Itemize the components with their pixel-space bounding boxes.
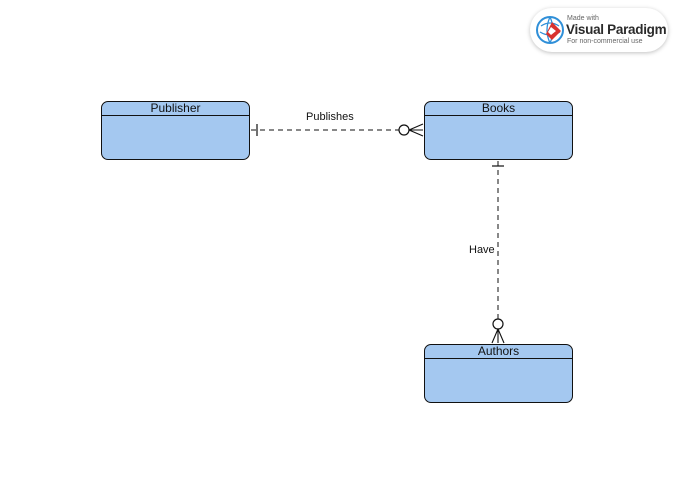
watermark-made-with: Made with	[567, 15, 599, 22]
entity-title: Publisher	[102, 102, 249, 116]
relationship-publishes[interactable]	[251, 123, 424, 137]
entity-authors[interactable]: Authors	[424, 344, 573, 403]
entity-publisher[interactable]: Publisher	[101, 101, 250, 160]
cardinality-zero-marker	[398, 124, 410, 136]
watermark-note: For non-commercial use	[567, 38, 643, 45]
visual-paradigm-logo-icon	[536, 16, 564, 44]
relationship-label-have: Have	[468, 244, 496, 257]
entity-books[interactable]: Books	[424, 101, 573, 160]
relationship-label-publishes: Publishes	[305, 111, 355, 124]
relationship-have[interactable]	[491, 161, 505, 344]
cardinality-zero-marker	[492, 318, 504, 330]
entity-title: Authors	[425, 345, 572, 359]
cardinality-many-marker	[408, 123, 424, 137]
watermark-brand: Visual Paradigm	[566, 22, 667, 37]
cardinality-many-marker	[491, 328, 505, 344]
visual-paradigm-watermark: Made with Visual Paradigm For non-commer…	[530, 8, 668, 52]
entity-title: Books	[425, 102, 572, 116]
